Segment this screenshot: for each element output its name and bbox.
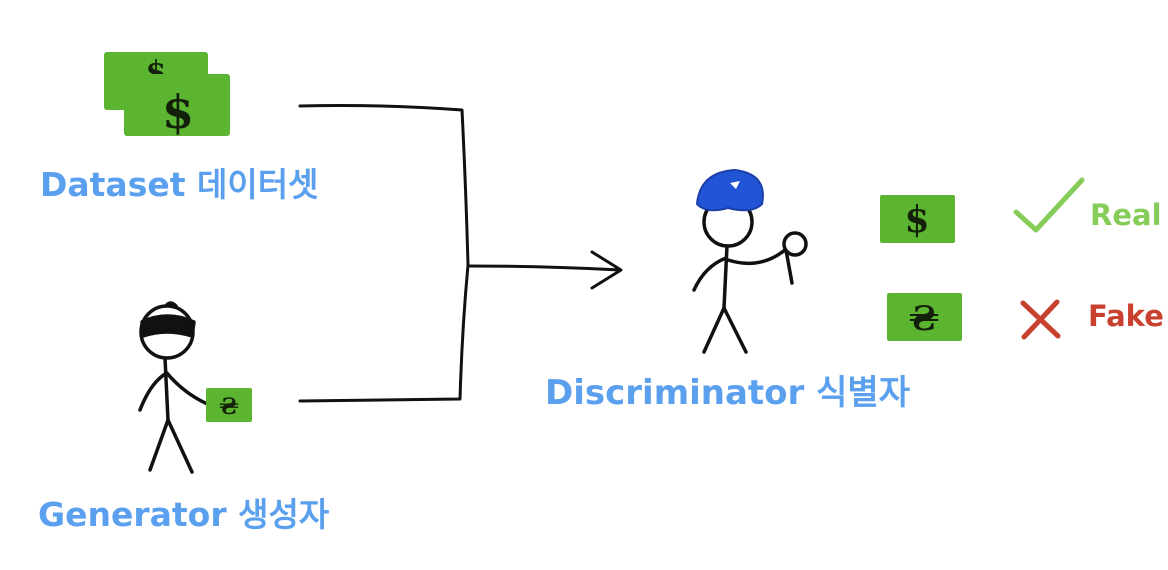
generator-label: Generator 생성자 [38, 495, 330, 534]
real-label: Real [1090, 198, 1162, 232]
merge-arrow [298, 104, 623, 403]
fake-bill-icon: ₴ [206, 388, 252, 422]
discriminator-right-leg [722, 306, 748, 354]
magnifier-icon [782, 231, 808, 257]
generator-connector-line [298, 263, 470, 403]
dataset-connector-line [298, 104, 470, 267]
cross-icon [1020, 299, 1061, 340]
discriminator-label: Discriminator 식별자 [545, 373, 910, 413]
arrow-shaft [466, 264, 622, 272]
discriminator-right-arm [726, 248, 787, 266]
dataset-money-stack-icon: $ $ [104, 52, 230, 139]
generator-right-arm [164, 370, 214, 408]
discriminator-left-arm [692, 256, 728, 292]
police-cap-icon [696, 169, 764, 212]
discriminator-body [722, 244, 729, 310]
fake-label: Fake [1088, 299, 1164, 333]
counterfeit-bill-icon: ₴ [887, 293, 962, 341]
front-bill [124, 74, 230, 136]
real-bill-symbol: $ [904, 199, 929, 241]
fake-bill-symbol: ₴ [219, 394, 238, 420]
counterfeit-bill-symbol: ₴ [909, 299, 939, 339]
thief-mask-icon [140, 314, 196, 338]
check-icon [1013, 177, 1085, 233]
generator-figure [138, 301, 214, 474]
real-bill-icon: $ [880, 195, 955, 243]
arrow-head-icon [590, 250, 623, 290]
generator-right-leg [166, 418, 194, 474]
dataset-label: Dataset 데이터셋 [40, 165, 319, 204]
discriminator-left-leg [702, 306, 726, 354]
generator-left-leg [148, 418, 170, 472]
discriminator-figure [692, 169, 808, 354]
cap-badge-icon [730, 181, 740, 189]
generator-hair [164, 301, 178, 308]
generator-left-arm [138, 372, 167, 412]
generator-body [163, 356, 170, 422]
magnifier-handle [784, 248, 794, 285]
front-bill-symbol: $ [162, 85, 194, 139]
